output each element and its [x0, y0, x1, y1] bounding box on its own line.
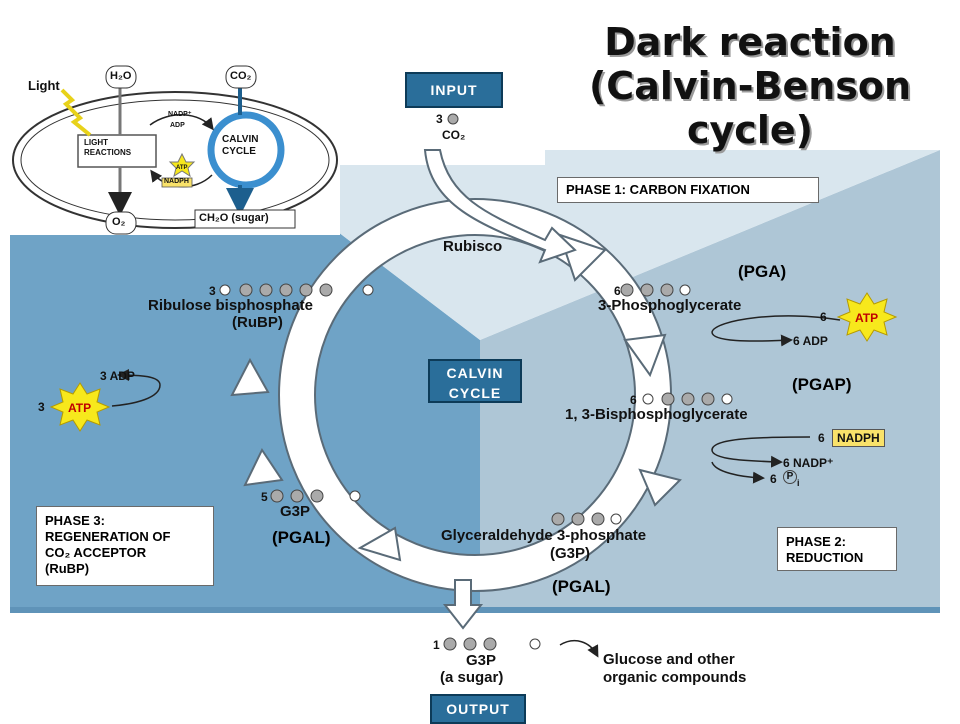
pgap-beads — [642, 392, 733, 406]
input-count: 3 — [436, 112, 443, 126]
g3p5-beads — [270, 489, 361, 503]
input-molecule: CO₂ — [442, 128, 466, 142]
pi6-count: 6 — [770, 472, 777, 486]
rubp-count: 3 — [209, 284, 216, 298]
center-line-2: CYCLE — [448, 385, 502, 401]
pgal-bottom-annotation: (PGAL) — [552, 577, 611, 596]
rubp-name: Ribulose bisphosphate — [148, 297, 314, 314]
adp6-label: 6 ADP — [793, 334, 828, 348]
output-arrow — [442, 579, 484, 630]
inset-chloroplast — [10, 65, 340, 235]
input-box: INPUT — [405, 72, 503, 108]
inset-nadph-label: NADPH — [164, 178, 189, 185]
atp-star-right — [836, 292, 898, 342]
phase-3-line-3: CO₂ ACCEPTOR — [45, 545, 147, 560]
pi6-label: P — [783, 470, 797, 484]
title-line-3: cycle) — [687, 108, 813, 152]
right-panel — [480, 150, 940, 610]
output-subtitle: (a sugar) — [440, 669, 504, 686]
inset-h2o-label: H₂O — [110, 70, 132, 82]
phase-2-box: PHASE 2: REDUCTION — [777, 527, 897, 571]
calvin-cycle-center-box: CALVIN CYCLE — [428, 359, 522, 403]
nadph6-count: 6 — [818, 431, 825, 445]
atp3-count: 3 — [38, 400, 45, 414]
inset-o2-label: O₂ — [112, 216, 126, 228]
inset-adp-label: ADP — [170, 122, 185, 129]
title-line-1: Dark reaction — [604, 20, 896, 64]
atp3-label: ATP — [68, 401, 92, 415]
output-product: Glucose and other organic compounds — [603, 651, 747, 686]
pgap-count: 6 — [630, 393, 637, 407]
g3p5-name: G3P — [280, 503, 311, 520]
phase-3-line-1: PHASE 3: — [45, 513, 105, 528]
g3p6-beads — [551, 512, 622, 526]
inset-sugar-label: CH₂O (sugar) — [199, 212, 269, 224]
g3p5-count: 5 — [261, 490, 268, 504]
center-line-1: CALVIN — [446, 365, 504, 381]
rubisco-label: Rubisco — [443, 238, 503, 255]
bead-chains — [219, 113, 733, 651]
phase-2-line-1: PHASE 2: — [786, 534, 846, 549]
adp3-label: 3 ADP — [100, 369, 135, 383]
inset-co2-label: CO₂ — [230, 70, 252, 82]
pga-count: 6 — [614, 284, 621, 298]
pgal-left-annotation: (PGAL) — [272, 528, 331, 547]
inset-nadp-label: NADP⁺ — [168, 111, 192, 118]
g3p6-abbr: (G3P) — [550, 545, 591, 562]
inset-calvin-cycle-label: CALVIN CYCLE — [222, 134, 259, 157]
inset-atp-label: ATP — [176, 165, 188, 171]
inset-light-label: Light — [28, 78, 60, 93]
output-count: 1 — [433, 638, 440, 652]
atp-star-left — [49, 382, 111, 432]
phase-3-line-4: (RuBP) — [45, 561, 90, 576]
rubp-beads — [219, 283, 374, 297]
nadph6-label: NADPH — [832, 429, 885, 447]
input-arrow — [423, 149, 577, 264]
pga-beads — [620, 283, 691, 297]
g3p-output-beads — [443, 637, 541, 651]
cofactor-arrows — [111, 315, 841, 658]
pgap-name: 1, 3-Bisphosphoglycerate — [565, 406, 748, 423]
phase-3-box: PHASE 3: REGENERATION OF CO₂ ACCEPTOR (R… — [36, 506, 214, 586]
pga-name: 3-Phosphoglycerate — [598, 297, 742, 314]
inset-light-reactions-label: LIGHT REACTIONS — [84, 138, 132, 157]
pgap-annotation: (PGAP) — [792, 375, 852, 394]
phase-3-line-2: REGENERATION OF — [45, 529, 171, 544]
atp6-count: 6 — [820, 310, 827, 324]
pga-annotation: (PGA) — [738, 262, 787, 281]
rubp-abbr: (RuBP) — [232, 314, 283, 331]
phase-1-box: PHASE 1: CARBON FIXATION — [557, 177, 819, 203]
title-line-2: (Calvin-Benson — [588, 64, 912, 108]
nadp6-label: 6 NADP⁺ — [783, 456, 834, 470]
output-molecule: G3P — [466, 652, 497, 669]
pi6-sub: i — [797, 478, 800, 488]
page-title: Dark reaction (Calvin-Benson cycle) — [545, 20, 955, 152]
g3p6-name: Glyceraldehyde 3-phosphate — [441, 527, 647, 544]
phase-2-line-2: REDUCTION — [786, 550, 864, 565]
atp6-label: ATP — [855, 311, 879, 325]
